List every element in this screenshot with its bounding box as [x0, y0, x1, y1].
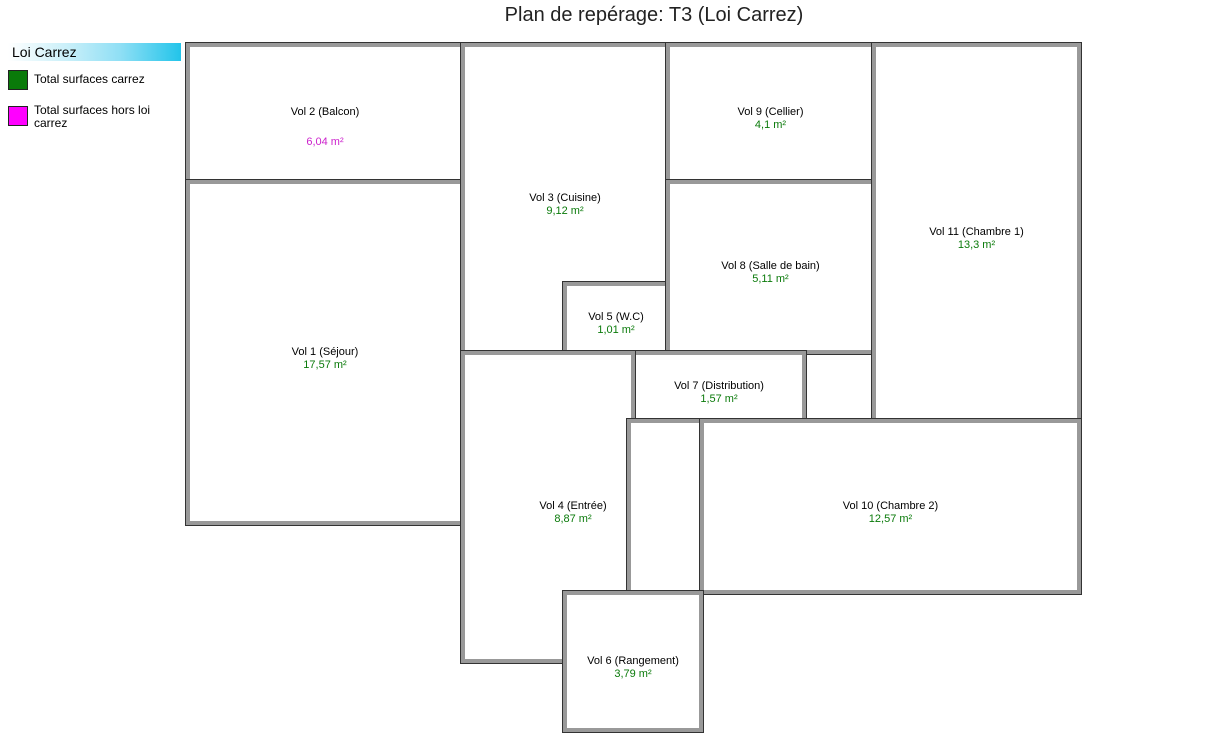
- room-label: Vol 8 (Salle de bain): [721, 260, 820, 272]
- room-area: 5,11 m²: [752, 273, 789, 285]
- room-vol8-salle-de-bain[interactable]: Vol 8 (Salle de bain) 5,11 m²: [670, 184, 871, 350]
- page-title: Plan de repérage: T3 (Loi Carrez): [504, 4, 804, 26]
- room-label: Vol 6 (Rangement): [587, 655, 679, 667]
- legend-swatch-carrez: [8, 70, 28, 90]
- room-vol4-corridor: [631, 423, 699, 590]
- room-label: Vol 11 (Chambre 1): [929, 226, 1024, 238]
- room-vol2-balcon[interactable]: Vol 2 (Balcon) 6,04 m²: [190, 47, 460, 179]
- room-label: Vol 1 (Séjour): [291, 346, 359, 358]
- room-area: 1,57 m²: [700, 393, 738, 405]
- legend-label-hors-carrez: Total surfaces hors loi carrez: [34, 103, 151, 130]
- room-area: 17,57 m²: [303, 359, 347, 371]
- room-area: 3,79 m²: [614, 668, 652, 680]
- legend: Loi Carrez Total surfaces carrez Total s…: [8, 43, 181, 130]
- room-label: Vol 7 (Distribution): [674, 380, 764, 392]
- plan-line-top: [186, 46, 462, 47]
- room-label: Vol 9 (Cellier): [737, 106, 804, 118]
- room-label: Vol 3 (Cuisine): [529, 192, 601, 204]
- room-vol11-chambre-1[interactable]: Vol 11 (Chambre 1) 13,3 m²: [876, 47, 1077, 418]
- room-vol9-cellier[interactable]: Vol 9 (Cellier) 4,1 m²: [670, 47, 871, 179]
- room-area: 1,01 m²: [597, 324, 635, 336]
- legend-header: Loi Carrez: [8, 43, 181, 61]
- room-area: 9,12 m²: [546, 205, 584, 217]
- room-vol7-distribution[interactable]: Vol 7 (Distribution) 1,57 m²: [636, 355, 802, 418]
- room-label: Vol 2 (Balcon): [290, 106, 360, 118]
- room-area: 8,87 m²: [554, 513, 592, 525]
- room-area: 4,1 m²: [754, 119, 787, 131]
- room-label: Vol 5 (W.C): [588, 311, 644, 323]
- room-vol5-wc[interactable]: Vol 5 (W.C) 1,01 m²: [567, 286, 665, 350]
- room-area: 6,04 m²: [306, 136, 344, 148]
- room-label: Vol 4 (Entrée): [539, 500, 607, 512]
- room-label: Vol 10 (Chambre 2): [842, 500, 939, 512]
- room-area: 13,3 m²: [957, 239, 996, 251]
- room-vol10-chambre-2[interactable]: Vol 10 (Chambre 2) 12,57 m²: [704, 423, 1077, 590]
- room-area: 12,57 m²: [868, 513, 913, 525]
- legend-label-carrez: Total surfaces carrez: [34, 72, 145, 86]
- room-vol1-sejour[interactable]: Vol 1 (Séjour) 17,57 m²: [190, 184, 460, 521]
- legend-swatch-hors-carrez: [8, 106, 28, 126]
- room-vol6-rangement[interactable]: Vol 6 (Rangement) 3,79 m²: [567, 595, 699, 728]
